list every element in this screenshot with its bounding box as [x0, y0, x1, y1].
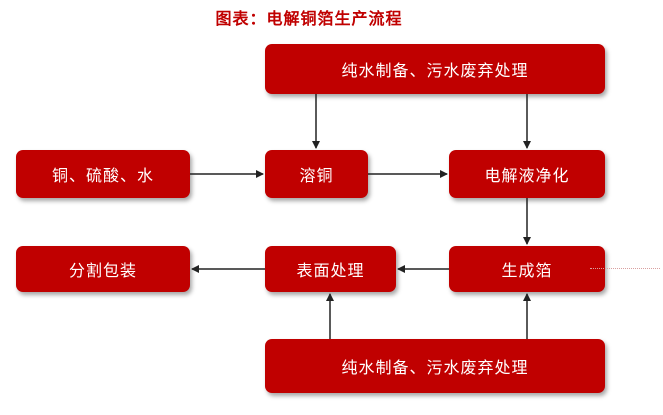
node-copper-acid-water: 铜、硫酸、水	[16, 150, 190, 198]
chart-title: 图表：电解铜箔生产流程	[215, 9, 403, 28]
node-dissolve-copper: 溶铜	[265, 150, 368, 198]
node-pure-water-bottom: 纯水制备、污水废弃处理	[265, 339, 605, 393]
node-cut-pack: 分割包装	[16, 246, 190, 292]
node-electrolyte-purify: 电解液净化	[449, 150, 605, 198]
node-foil-forming: 生成箔	[449, 246, 605, 292]
node-surface-treatment: 表面处理	[265, 246, 396, 292]
dotted-divider	[590, 268, 660, 269]
node-pure-water-top: 纯水制备、污水废弃处理	[265, 44, 605, 94]
